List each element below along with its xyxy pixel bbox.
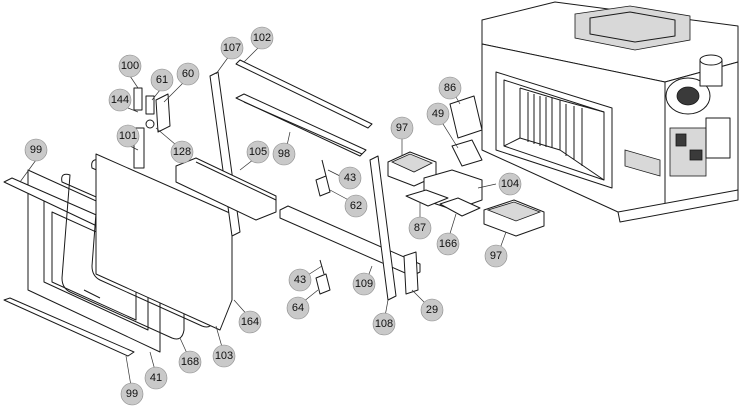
- svg-text:166: 166: [439, 238, 457, 250]
- callout-64: 64: [286, 296, 310, 320]
- callout-144: 144: [108, 88, 132, 112]
- svg-text:62: 62: [350, 200, 362, 212]
- cavity-rack-hatching: [527, 92, 583, 166]
- callout-166: 166: [436, 232, 460, 256]
- callout-101: 101: [116, 124, 140, 148]
- plate-87: [405, 189, 449, 207]
- callout-29: 29: [420, 298, 444, 322]
- screw-43-upper: [321, 159, 327, 177]
- screw-43-lower: [319, 259, 325, 275]
- callout-43-lower: 43: [288, 268, 312, 292]
- svg-text:60: 60: [182, 68, 194, 80]
- callout-99-top: 99: [24, 138, 48, 162]
- svg-text:101: 101: [119, 130, 137, 142]
- svg-text:97: 97: [490, 250, 502, 262]
- bracket-86: [449, 95, 483, 139]
- svg-text:49: 49: [432, 108, 444, 120]
- callout-109: 109: [352, 272, 376, 296]
- bracket-49: [451, 139, 483, 167]
- callout-128: 128: [170, 140, 194, 164]
- callout-98: 98: [272, 142, 296, 166]
- svg-text:41: 41: [150, 372, 162, 384]
- rail-109: [279, 205, 421, 277]
- callout-97-top: 97: [390, 116, 414, 140]
- callout-86: 86: [438, 76, 462, 100]
- door-bottom-trim: [3, 297, 135, 357]
- svg-text:104: 104: [501, 178, 519, 190]
- svg-text:108: 108: [375, 318, 393, 330]
- oven-cavity-assembly: [481, 1, 739, 223]
- callout-49: 49: [426, 102, 450, 126]
- gasket-166: [439, 197, 481, 217]
- callout-labels: 99 100 144 61 60 101 128 107: [24, 26, 522, 406]
- svg-text:29: 29: [426, 304, 438, 316]
- svg-text:168: 168: [181, 356, 199, 368]
- svg-text:97: 97: [396, 122, 408, 134]
- callout-107: 107: [220, 36, 244, 60]
- svg-text:43: 43: [344, 172, 356, 184]
- svg-text:99: 99: [30, 144, 42, 156]
- door-inner-liner: [95, 153, 233, 331]
- control-board: [669, 117, 731, 177]
- svg-text:164: 164: [241, 316, 259, 328]
- callout-62: 62: [344, 194, 368, 218]
- svg-text:128: 128: [173, 146, 191, 158]
- callout-168: 168: [178, 350, 202, 374]
- svg-text:144: 144: [111, 94, 129, 106]
- vent-grille-bottom: [483, 199, 545, 237]
- blower-motor: [665, 54, 723, 115]
- top-strip: [235, 59, 373, 129]
- svg-text:105: 105: [249, 146, 267, 158]
- callout-103: 103: [212, 344, 236, 368]
- callout-164: 164: [238, 310, 262, 334]
- callout-100: 100: [118, 54, 142, 78]
- clip-62: [315, 175, 331, 197]
- svg-text:61: 61: [156, 74, 168, 86]
- svg-text:86: 86: [444, 82, 456, 94]
- channel-105: [175, 157, 277, 221]
- svg-text:109: 109: [355, 278, 373, 290]
- callout-60: 60: [176, 62, 200, 86]
- callout-104: 104: [498, 172, 522, 196]
- vertical-support: [369, 155, 397, 301]
- svg-text:43: 43: [294, 274, 306, 286]
- clip-64: [315, 273, 331, 295]
- svg-text:103: 103: [215, 350, 233, 362]
- callout-105: 105: [246, 140, 270, 164]
- callout-108: 108: [372, 312, 396, 336]
- callout-102: 102: [250, 26, 274, 50]
- door-hinge-parts: [133, 87, 171, 169]
- callout-43-upper: 43: [338, 166, 362, 190]
- callout-99-bottom: 99: [120, 382, 144, 406]
- svg-text:100: 100: [121, 60, 139, 72]
- bracket-29: [403, 251, 419, 295]
- svg-text:107: 107: [223, 42, 241, 54]
- svg-text:64: 64: [292, 302, 304, 314]
- callout-87: 87: [408, 216, 432, 240]
- callout-61: 61: [150, 68, 174, 92]
- svg-text:99: 99: [126, 388, 138, 400]
- svg-text:102: 102: [253, 32, 271, 44]
- callout-41: 41: [144, 366, 168, 390]
- svg-text:98: 98: [278, 148, 290, 160]
- svg-text:87: 87: [414, 222, 426, 234]
- rail-98: [235, 93, 367, 157]
- callout-97-bottom: 97: [484, 244, 508, 268]
